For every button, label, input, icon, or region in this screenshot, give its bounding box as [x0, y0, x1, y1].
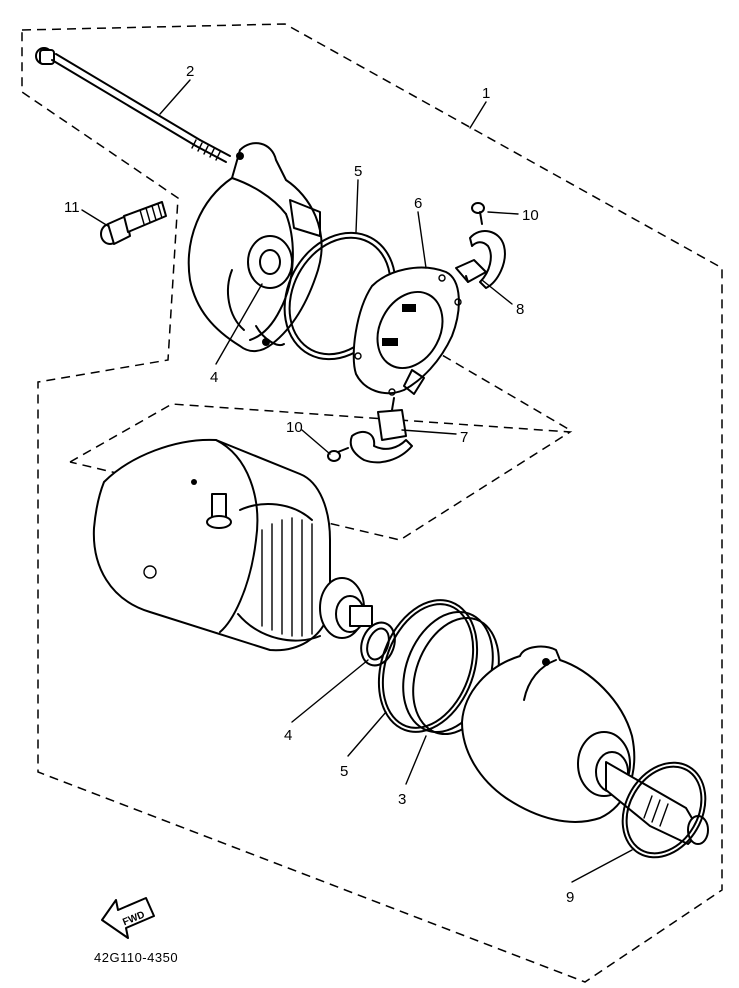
rear-cover	[187, 142, 323, 352]
label-part-9: 9	[566, 889, 574, 906]
o-ring-9	[621, 761, 707, 859]
leader-lines	[81, 79, 633, 883]
label-part-10-top: 10	[522, 207, 539, 224]
through-bolt	[35, 47, 231, 163]
diagram-code: 42G110-4350	[94, 950, 178, 965]
fwd-arrow-icon: FWD	[101, 897, 155, 939]
yoke-housing	[92, 438, 373, 652]
label-part-4-bottom: 4	[284, 727, 292, 744]
screw-10-mid	[327, 447, 349, 462]
brush-plate	[352, 266, 462, 396]
label-part-4-top: 4	[210, 369, 218, 386]
label-part-7: 7	[460, 429, 468, 446]
label-part-3: 3	[398, 791, 406, 808]
label-part-8: 8	[516, 301, 524, 318]
label-part-1: 1	[482, 85, 490, 102]
label-part-10-mid: 10	[286, 419, 303, 436]
brush-holder-7	[349, 397, 413, 464]
label-part-2: 2	[186, 63, 194, 80]
label-part-11: 11	[64, 199, 80, 216]
o-ring-bottom	[377, 599, 479, 733]
assembly-boundary	[21, 23, 723, 983]
label-part-5-bottom: 5	[340, 763, 348, 780]
bolt-11	[100, 201, 167, 245]
screw-10-top	[471, 202, 485, 225]
part-labels: 1 2 11 4 5 6 10 8 10 7 4 5 3 9	[64, 63, 574, 906]
front-cover	[461, 645, 709, 845]
label-part-5-top: 5	[354, 163, 362, 180]
washer-4-bottom	[360, 621, 396, 667]
label-part-6: 6	[414, 195, 422, 212]
brush-holder-8	[455, 230, 506, 289]
